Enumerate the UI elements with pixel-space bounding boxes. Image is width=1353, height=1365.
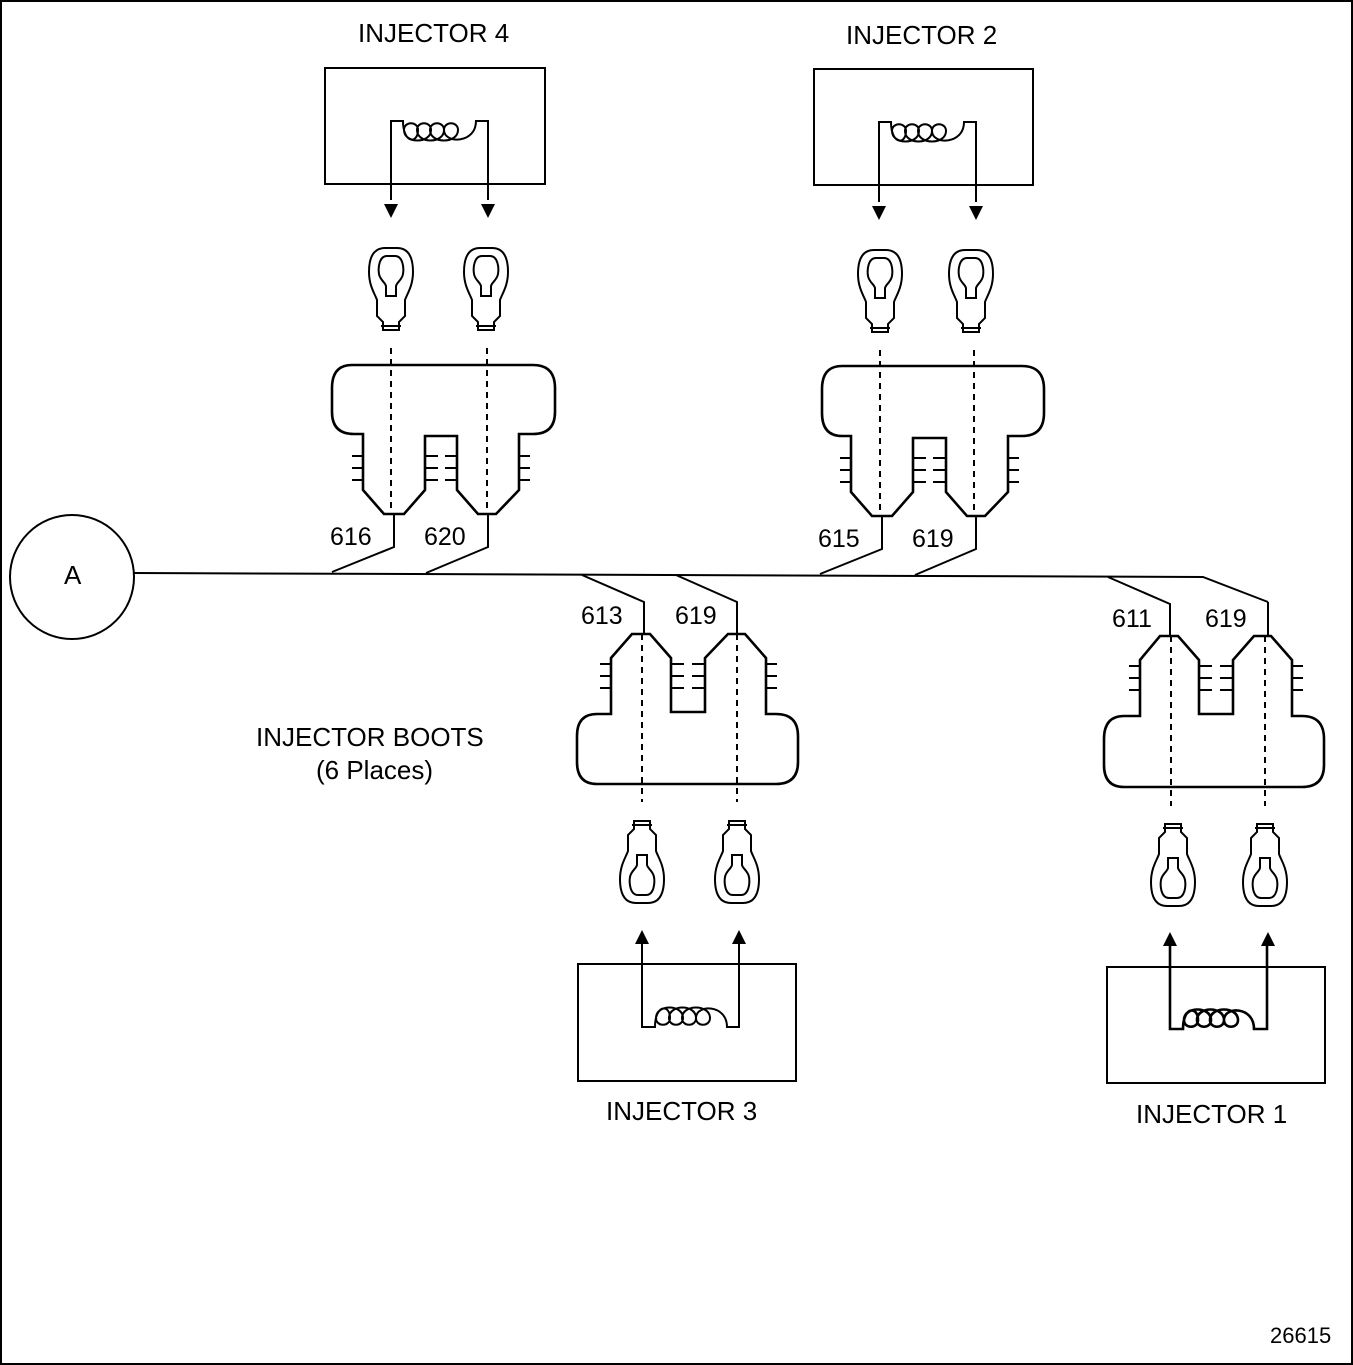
injector-boot	[575, 632, 800, 786]
injector-2: INJECTOR 2 615 619	[813, 20, 1046, 576]
node-a-circle	[9, 514, 135, 640]
wire-number: 616	[330, 523, 372, 551]
arrow-up-icon	[635, 930, 649, 944]
arrow-down-icon	[969, 206, 983, 220]
wire-619	[914, 516, 977, 576]
terminal-clip-icon	[1243, 824, 1287, 906]
injector-boot	[330, 363, 557, 516]
node-a-label: A	[64, 560, 82, 590]
coil-icon	[641, 944, 740, 1028]
wire-number: 619	[912, 525, 954, 553]
arrow-down-icon	[481, 204, 495, 218]
arrow-up-icon	[1261, 932, 1275, 946]
wire-number: 613	[581, 602, 623, 630]
injector-3-label: INJECTOR 3	[606, 1096, 757, 1126]
boot-ribs	[840, 457, 1019, 483]
boot-ribs	[600, 663, 777, 689]
injector-1-label: INJECTOR 1	[1136, 1099, 1287, 1129]
wire-619	[675, 574, 738, 634]
wire-number: 615	[818, 525, 860, 553]
terminal-clip-icon	[368, 247, 414, 331]
terminal-clip-icon	[620, 821, 664, 903]
figure-number: 26615	[1270, 1323, 1331, 1348]
wire-number: 611	[1112, 605, 1152, 633]
terminal-clip-icon	[948, 249, 994, 333]
terminal-clip-icon	[857, 249, 903, 333]
harness-bus	[133, 572, 1269, 603]
arrow-down-icon	[384, 204, 398, 218]
boots-caption-line1: INJECTOR BOOTS	[256, 722, 484, 752]
wire-number: 619	[675, 602, 717, 630]
terminal-clip-icon	[715, 821, 759, 903]
injector-3-box	[577, 963, 797, 1082]
coil-icon	[390, 120, 489, 200]
wire-number: 619	[1205, 605, 1247, 633]
wire-616	[331, 514, 395, 573]
arrow-down-icon	[872, 206, 886, 220]
injector-1: 611 619 INJECTOR 1	[1102, 576, 1326, 1129]
wire-620	[425, 514, 489, 574]
arrow-up-icon	[732, 930, 746, 944]
injector-2-label: INJECTOR 2	[846, 20, 997, 50]
wire-611	[1107, 576, 1171, 636]
injector-2-box	[813, 68, 1034, 186]
boot-ribs	[352, 455, 530, 481]
injector-1-box	[1106, 966, 1326, 1084]
arrow-up-icon	[1163, 932, 1177, 946]
injector-4-label: INJECTOR 4	[358, 18, 509, 48]
wire-number: 620	[424, 523, 466, 551]
injector-4-box	[324, 67, 546, 185]
boot-ribs	[1129, 665, 1303, 691]
wire-615	[819, 516, 883, 575]
coil-icon	[878, 121, 977, 202]
coil-icon	[1168, 946, 1269, 1031]
terminal-clip-icon	[463, 247, 509, 331]
injector-boot	[820, 364, 1046, 518]
injector-boot	[1102, 634, 1326, 789]
boots-caption-line2: (6 Places)	[316, 755, 433, 785]
injector-3: 613 619 INJECTOR 3	[575, 574, 800, 1126]
injector-4: INJECTOR 4 616 620	[324, 18, 557, 574]
terminal-clip-icon	[1151, 824, 1195, 906]
wire-613	[581, 574, 645, 634]
